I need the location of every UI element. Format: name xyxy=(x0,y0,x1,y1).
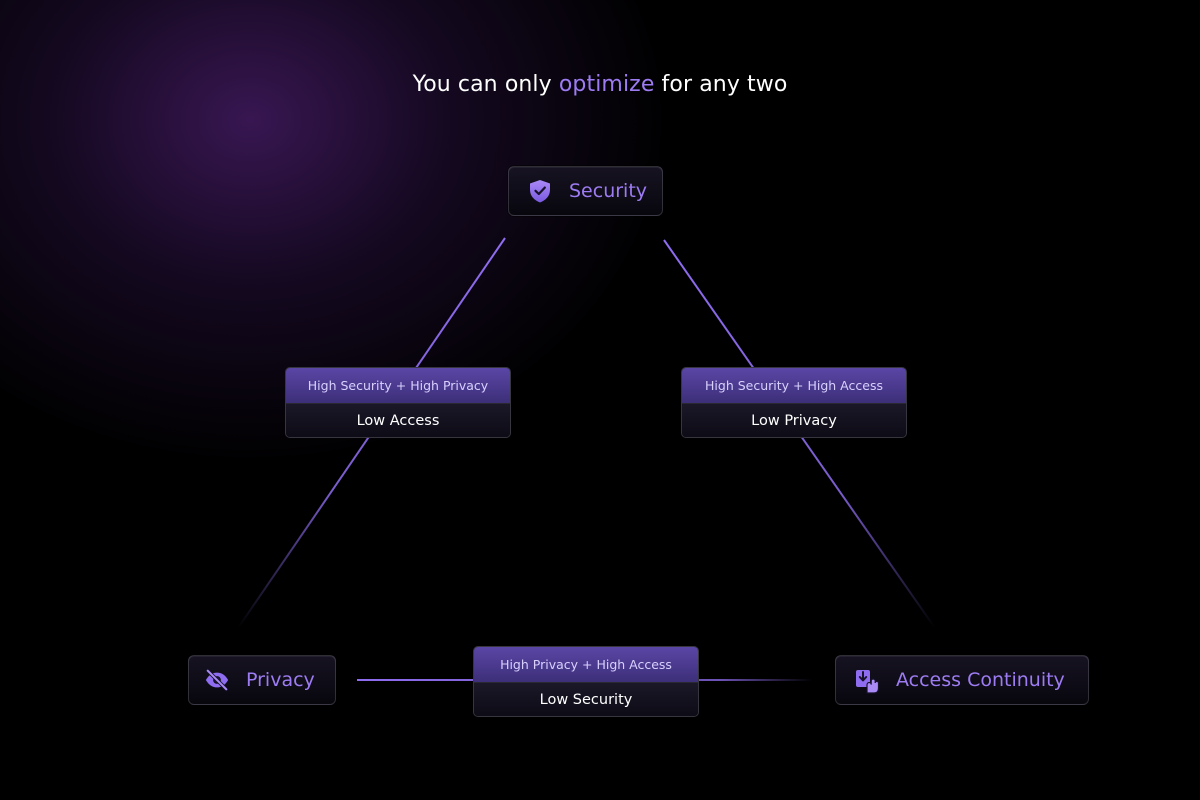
tradeoff-cost: Low Privacy xyxy=(682,403,906,437)
node-access-label: Access Continuity xyxy=(896,669,1065,691)
node-security: Security xyxy=(508,166,663,216)
shield-check-icon xyxy=(527,178,553,204)
tradeoff-gain: High Security + High Access xyxy=(682,368,906,403)
eye-slash-icon xyxy=(204,667,230,693)
headline: You can only optimize for any two xyxy=(0,72,1200,97)
tradeoff-gain: High Privacy + High Access xyxy=(474,647,698,682)
tradeoff-cost: Low Security xyxy=(474,682,698,716)
node-security-label: Security xyxy=(569,180,648,202)
tradeoff-security-access: High Security + High Access Low Privacy xyxy=(681,367,907,438)
headline-suffix: for any two xyxy=(654,72,788,97)
node-access-continuity: Access Continuity xyxy=(835,655,1089,705)
headline-accent-word: optimize xyxy=(558,72,655,97)
node-privacy-label: Privacy xyxy=(246,669,315,691)
download-hand-icon xyxy=(854,667,880,694)
headline-prefix: You can only xyxy=(412,72,559,97)
node-privacy: Privacy xyxy=(188,655,336,705)
tradeoff-cost: Low Access xyxy=(286,403,510,437)
tradeoff-privacy-access: High Privacy + High Access Low Security xyxy=(473,646,699,717)
tradeoff-security-privacy: High Security + High Privacy Low Access xyxy=(285,367,511,438)
tradeoff-gain: High Security + High Privacy xyxy=(286,368,510,403)
